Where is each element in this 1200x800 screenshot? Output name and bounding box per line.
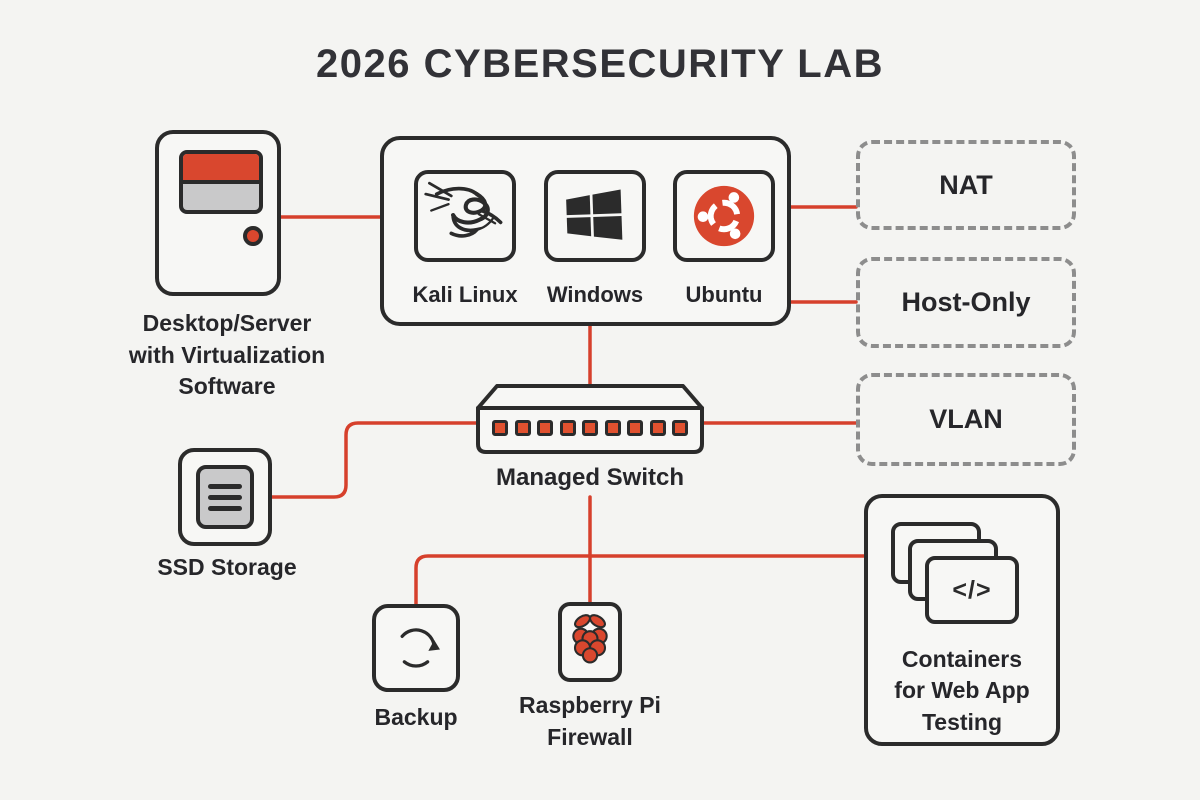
ssd-node[interactable] bbox=[178, 448, 272, 546]
switch-port bbox=[492, 420, 508, 436]
switch-port bbox=[627, 420, 643, 436]
switch-label: Managed Switch bbox=[495, 464, 685, 491]
vm-tile-windows[interactable] bbox=[544, 170, 646, 262]
containers-label: Containers for Web App Testing bbox=[894, 646, 1030, 735]
vm-tile-ubuntu[interactable] bbox=[673, 170, 775, 262]
network-label-vlan: VLAN bbox=[929, 404, 1003, 434]
switch-port bbox=[649, 420, 666, 436]
vm-group-box[interactable]: Kali Linux Windows Ubuntu bbox=[380, 136, 791, 326]
containers-node[interactable]: </> Containers for Web App Testing bbox=[864, 494, 1060, 746]
vm-label-ubuntu: Ubuntu bbox=[685, 282, 763, 307]
vm-label-windows: Windows bbox=[546, 282, 644, 307]
ubuntu-logo-icon bbox=[693, 185, 755, 247]
sync-arrows-icon bbox=[400, 628, 440, 668]
network-label-host-only: Host-Only bbox=[901, 287, 1031, 317]
switch-ports bbox=[492, 420, 688, 436]
switch-port bbox=[514, 420, 531, 436]
power-button-icon bbox=[243, 226, 263, 246]
switch-port bbox=[582, 420, 598, 436]
windows-logo-icon bbox=[566, 189, 623, 240]
rpi-firewall-node[interactable] bbox=[558, 602, 622, 682]
vm-label-kali: Kali Linux bbox=[412, 282, 518, 307]
wire-switch-to-ssd bbox=[270, 421, 480, 499]
desktop-node[interactable] bbox=[155, 130, 281, 296]
wire-switch-to-backup-and-containers bbox=[414, 554, 868, 606]
switch-port bbox=[672, 420, 688, 436]
backup-node[interactable] bbox=[372, 604, 460, 692]
switch-port bbox=[559, 420, 576, 436]
vm-tile-kali[interactable] bbox=[414, 170, 516, 262]
desktop-tower-icon bbox=[179, 150, 263, 214]
ssd-drive-icon bbox=[196, 465, 254, 529]
network-box-vlan[interactable]: VLAN bbox=[856, 373, 1076, 466]
backup-label: Backup bbox=[374, 704, 458, 730]
rpi-label: Raspberry Pi Firewall bbox=[519, 692, 661, 750]
network-box-host-only[interactable]: Host-Only bbox=[856, 257, 1076, 348]
kali-dragon-icon bbox=[424, 181, 503, 238]
card-front-code: </> bbox=[925, 556, 1019, 624]
raspberry-icon bbox=[572, 614, 608, 664]
ssd-label: SSD Storage bbox=[157, 554, 297, 580]
switch-port bbox=[537, 420, 553, 436]
network-label-nat: NAT bbox=[939, 169, 993, 200]
switch-port bbox=[604, 420, 621, 436]
network-box-nat[interactable]: NAT bbox=[856, 140, 1076, 230]
page-title: 2026 CYBERSECURITY LAB bbox=[316, 42, 884, 86]
code-glyph: </> bbox=[952, 575, 992, 604]
desktop-label: Desktop/Server with Virtualization Softw… bbox=[128, 310, 326, 400]
